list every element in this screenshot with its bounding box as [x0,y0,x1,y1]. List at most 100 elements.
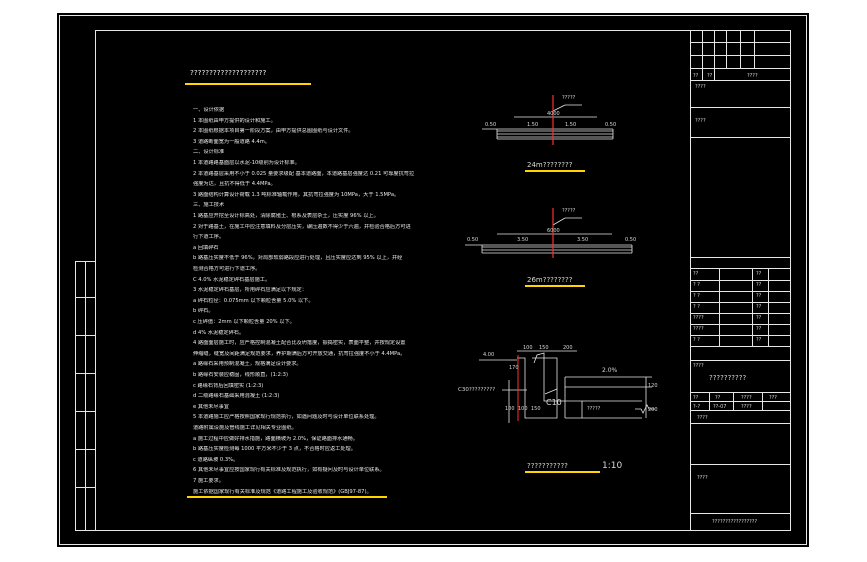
title-block-cell: ?? [756,271,762,277]
note-line: 3 水泥稳定碎石基层，所用碎石应满足以下规定： [193,287,307,294]
detail-right-dim-1: 120 [648,383,658,389]
tb-row-a-2: ?? [715,395,721,401]
title-block-cell: ?? [756,304,762,310]
sec1-label: ????? [562,95,576,101]
detail-dim-top-3: 200 [563,345,573,351]
tb-row-b-2: ??-07 [713,404,727,410]
note-line: b 路基压实度不低于 96%，对局部软弱路段应进行处理，且压实度应达到 95% … [193,255,403,262]
note-line: b 碎石。 [193,308,214,315]
detail-bot-dim-3: 150 [531,406,541,412]
note-line: 检测合格方可进行下道工序。 [193,266,261,272]
sec2-total: 6000 [547,228,560,234]
note-line: d 二级路缘石基础采用混凝土 (1:2:3) [193,393,280,400]
note-line: 一、设计依据 [193,107,225,113]
title-block-cell: ?? [756,326,762,332]
note-line: b 路缘石安装应稳固，线形顺直，(1:2:3) [193,372,289,378]
title-block-cell: ?? [756,293,762,299]
detail-scale: 1:10 [602,461,623,471]
sec1-right-dim: 0.50 [605,122,617,128]
note-line: 施工依据国家现行有关标准及规范《道路工程施工及验收规范》(GBJ97-87)。 [193,488,372,495]
sec2-left-dim: 0.50 [467,237,479,243]
note-line: 2 本道路基层采用不小于 0.025 量要求级配 基本道路面，本道路基层强度达 … [193,170,415,177]
sec1-mid-right: 1.50 [565,122,577,128]
tb-h1-b: ?? [707,73,713,79]
note-line: 2 本图纸根据本项目第一阶段方案，由甲方提供总图图纸与设计文件。 [193,128,354,135]
note-line: 2 对于路基土，在施工中应注意填料及分层压实，碾压遍数不得少于六遍，并检验合格后… [193,223,411,230]
detail-base-label: ????? [587,406,601,412]
tb-big: ?????????? [709,374,747,382]
title-block-cell: ?? [756,337,762,343]
note-line: 伸缩缝，缝宽及间距满足规范要求，养护期满后方可开放交通，抗弯拉强度不小于 4.4… [193,350,406,357]
tb-lbl-b: ???? [697,475,708,481]
note-line: 行下道工序。 [193,234,225,241]
sec1-left-dim: 0.50 [485,122,497,128]
tb-bottom: ????????????????? [712,519,758,525]
tb-row-c: ???? [697,415,708,421]
note-line: c 压碎值：2mm 以下颗粒含量 20% 以下。 [193,319,295,325]
detail-dim-top-2: 150 [539,345,549,351]
note-line: 道路附属设施及管线施工详见相关专业图纸。 [193,425,297,431]
tb-r3: ???? [695,118,706,124]
note-line: a 施工过程中应做好排水措施，路面横坡为 2.0%，保证路面排水通畅。 [193,435,358,442]
title-block-cell: ? ? [693,282,700,288]
title-block-cell: ? ? [693,293,700,299]
sec1-underline [525,170,585,172]
tb-row-a-3: ???? [741,395,752,401]
note-line: 3 路面结构计算设计荷载 1.3 吨标准轴载作用，其抗弯拉强度为 10MPa，大… [193,191,400,198]
note-line: C 4.0% 水泥稳定碎石基层施工。 [193,276,271,283]
tb-row-b-1: ?-? [693,404,701,410]
reference-underline [187,495,387,498]
sec1-mid-left: 1.50 [527,122,539,128]
sec2-mid-left: 3.50 [517,237,529,243]
title-block-cell: ?? [693,271,699,277]
title-block-cell: ? ? [693,304,700,310]
sec2-caption: 26m???????? [527,276,573,284]
detail-underline [525,471,600,473]
detail-c10-label: C10 [546,398,562,407]
note-line: a 回填碎石 [193,244,219,251]
title-block-cell: ???? [693,315,704,321]
title-underline [185,83,311,85]
note-line: 强度为达，且抗不得低于 4.4MPa。 [193,181,276,188]
sec2-mid-right: 3.50 [577,237,589,243]
note-line: 4 路面面层施工时，应严格控制混凝土配合比及坍落度，振捣密实，表面平整，并按规定… [193,340,406,347]
note-line: c 路缘石背后回填密实 (1:2:3) [193,382,264,389]
sec1-caption: 24m???????? [527,161,573,169]
note-line: 7 施工要求。 [193,478,224,484]
sec2-underline [525,285,585,287]
tb-row-a-1: ?? [693,395,699,401]
note-line: a 路缘石采用预制混凝土，规格满足设计要求。 [193,361,302,368]
note-line: b 路基压实度检测每 1000 平方米不少于 3 点，不合格时应返工处理。 [193,446,356,453]
detail-caption: ??????????? [527,462,568,470]
note-line: 5 本道路施工应严格按照国家现行规范执行，如遇问题及时与设计单位联系处理。 [193,414,380,421]
drawing-title: ???????????????????? [190,68,267,77]
detail-left-level: 4.00 [483,352,495,358]
note-line: c 道路纵坡 0.3%。 [193,456,239,463]
sec2-label: ????? [562,208,576,214]
note-line: 1 路基应开挖至设计标高处，清除腐殖土、根系及表层杂土，压实度 96% 以上。 [193,213,379,219]
tb-r2: ???? [695,84,706,90]
note-line: d 4% 水泥稳定碎石。 [193,329,245,336]
tb-h1-c: ???? [747,73,758,79]
detail-bot-dim-2: 100 [518,406,528,412]
note-line: e 其他未尽事宜 [193,403,229,410]
note-line: 三、施工技术 [193,202,225,209]
title-block-cell: ?? [756,315,762,321]
note-line: 二、设计标准 [193,149,225,156]
drawing-linework [59,15,807,545]
tb-h1-a: ?? [693,73,699,79]
sec1-total: 4000 [547,111,560,117]
tb-row-b-3: ???? [741,404,752,410]
title-block-cell: ? ? [693,337,700,343]
tb-lbl-a: ???? [693,363,704,369]
title-block-cell: ???? [693,326,704,332]
detail-c30-label: C30????????? [458,387,496,393]
tb-row-a-4: ??? [769,395,777,401]
sec2-right-dim: 0.50 [625,237,637,243]
title-block-cell: ?? [756,282,762,288]
detail-bot-dim-1: 100 [505,406,515,412]
note-line: 1 本图纸由甲方提供的设计和施工。 [193,117,276,124]
detail-slope: 2.0% [602,367,618,374]
note-line: 1 本道路路基面层以水泥-10级别为设计标准。 [193,160,300,166]
